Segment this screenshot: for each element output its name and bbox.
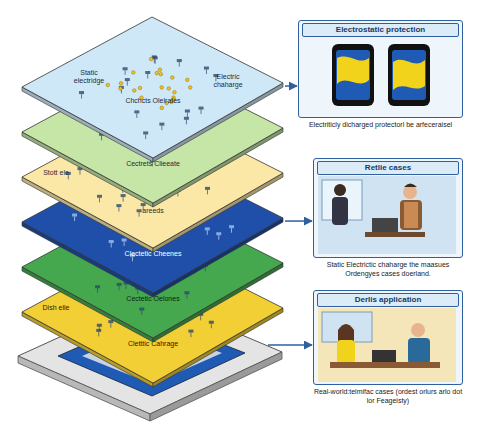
panel-title: Electrostatic protection — [302, 23, 459, 37]
layer-board: Static electridge Electric chahargeChchct… — [20, 15, 285, 163]
components — [92, 84, 189, 166]
layer-label: Electric chaharge — [202, 73, 254, 89]
panel-caption: Static Electrictic chaharge the maasues … — [313, 261, 463, 278]
info-panel: Derlis applicationReal-world:telmifac ca… — [313, 290, 463, 423]
panel-caption: Electriticly dicharged protectorl be arf… — [298, 121, 463, 130]
layer-face — [22, 242, 283, 383]
phone-illustration — [332, 44, 430, 106]
panel-title: Derlis application — [317, 293, 459, 307]
leader-line — [268, 344, 312, 346]
layer-shape — [20, 15, 285, 163]
application-scene — [318, 308, 456, 382]
components — [66, 157, 210, 217]
panel-title: Retlie cases — [317, 161, 459, 175]
layer-label: Chchcts Olelrates — [124, 97, 182, 105]
repair-scene — [318, 176, 456, 254]
connector-arrow — [285, 85, 297, 87]
components — [96, 281, 214, 337]
layer-label: Dish elle — [36, 304, 76, 312]
layer-label: areeds — [123, 207, 183, 215]
layer-label: Static electridge — [65, 69, 113, 85]
panel-caption: Real-world:telmifac cases (ordest orlurs… — [313, 388, 463, 405]
connector-arrow — [285, 220, 312, 222]
components — [72, 190, 234, 261]
components — [79, 55, 218, 139]
chip — [105, 143, 202, 191]
info-panel: Retlie casesStatic Electrictic chaharge … — [313, 158, 463, 290]
layer-label: Stott ele — [36, 169, 76, 177]
info-panel: Electrostatic protectionElectriticly dic… — [298, 20, 463, 150]
components — [95, 230, 213, 315]
